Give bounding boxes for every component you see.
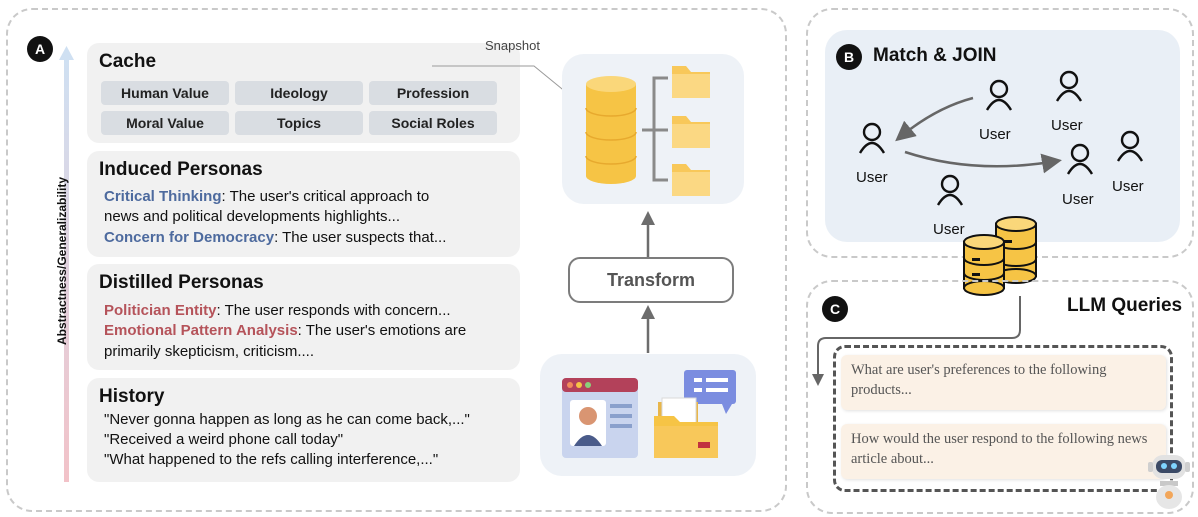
axis-label: Abstractness/Generalizability <box>55 176 69 346</box>
user-label-right: User <box>1062 191 1094 208</box>
robot-icon <box>1148 455 1190 509</box>
induced-personas-card: Induced Personas Critical Thinking: The … <box>87 151 520 257</box>
persona-politician-entity: Politician Entity <box>104 302 217 319</box>
persona-concern-democracy: Concern for Democracy <box>104 229 275 246</box>
query-connector-arrow <box>812 296 1021 386</box>
user-profile-docs-icon <box>562 370 736 458</box>
abstraction-axis-arrow <box>59 46 74 482</box>
induced-line-3: Concern for Democracy: The user suspects… <box>104 228 446 248</box>
badge-a: A <box>27 36 53 62</box>
induced-line-1: Critical Thinking: The user's critical a… <box>104 187 429 207</box>
distilled-personas-card: Distilled Personas Politician Entity: Th… <box>87 264 520 370</box>
persona-critical-thinking-text: : The user's critical approach to <box>221 188 430 205</box>
persona-emotional-pattern-text: : The user's emotions are <box>297 322 467 339</box>
user-icon-left <box>858 122 886 154</box>
query-product-preferences: What are user's preferences to the follo… <box>841 355 1166 410</box>
snapshot-label: Snapshot <box>485 38 540 53</box>
query-container <box>833 345 1173 492</box>
distilled-line-2: Emotional Pattern Analysis: The user's e… <box>104 321 466 341</box>
match-join-title: Match & JOIN <box>873 45 997 66</box>
llm-queries-title: LLM Queries <box>1067 295 1183 316</box>
transform-box: Transform <box>568 257 734 303</box>
chip-moral-value: Moral Value <box>101 111 229 135</box>
user-icon-far-right <box>1116 130 1144 162</box>
panel-persona-hierarchy <box>6 8 787 512</box>
user-label-bottom: User <box>933 221 965 238</box>
transform-arrows <box>641 211 655 353</box>
distilled-line-1: Politician Entity: The user responds wit… <box>104 301 451 321</box>
persona-concern-democracy-text: : The user suspects that... <box>274 229 447 246</box>
distilled-title: Distilled Personas <box>99 272 264 293</box>
history-card: History "Never gonna happen as long as h… <box>87 378 520 482</box>
match-join-area <box>825 30 1180 242</box>
user-icon-bottom <box>936 174 964 206</box>
history-line-1: "Never gonna happen as long as he can co… <box>104 411 470 428</box>
badge-b: B <box>836 44 862 70</box>
induced-title: Induced Personas <box>99 159 263 180</box>
history-line-2: "Received a weird phone call today" <box>104 431 344 448</box>
history-line-3: "What happened to the refs calling inter… <box>104 451 439 468</box>
query-news-response: How would the user respond to the follow… <box>841 424 1166 479</box>
database-folders-icon <box>585 66 710 196</box>
user-icon-right <box>1066 143 1094 175</box>
badge-c: C <box>822 296 848 322</box>
chip-ideology: Ideology <box>235 81 363 105</box>
induced-line-2: news and political developments highligh… <box>104 208 401 225</box>
user-label-left: User <box>856 169 888 186</box>
user-graph <box>858 70 1144 206</box>
user-label-top: User <box>979 126 1011 143</box>
chip-human-value: Human Value <box>101 81 229 105</box>
history-title: History <box>99 386 165 407</box>
user-label-far-right: User <box>1112 178 1144 195</box>
persona-critical-thinking: Critical Thinking <box>104 188 222 205</box>
persona-emotional-pattern: Emotional Pattern Analysis <box>104 322 298 339</box>
user-icon-top <box>985 79 1013 111</box>
panel-llm-queries <box>806 280 1194 514</box>
cache-title: Cache <box>99 51 157 72</box>
distilled-line-3: primarily skepticism, criticism.... <box>104 343 315 360</box>
chip-topics: Topics <box>235 111 363 135</box>
persona-politician-entity-text: : The user responds with concern... <box>216 302 451 319</box>
user-icon-top-right <box>1055 70 1083 102</box>
chip-social-roles: Social Roles <box>369 111 497 135</box>
user-label-top-right: User <box>1051 117 1083 134</box>
chip-profession: Profession <box>369 81 497 105</box>
